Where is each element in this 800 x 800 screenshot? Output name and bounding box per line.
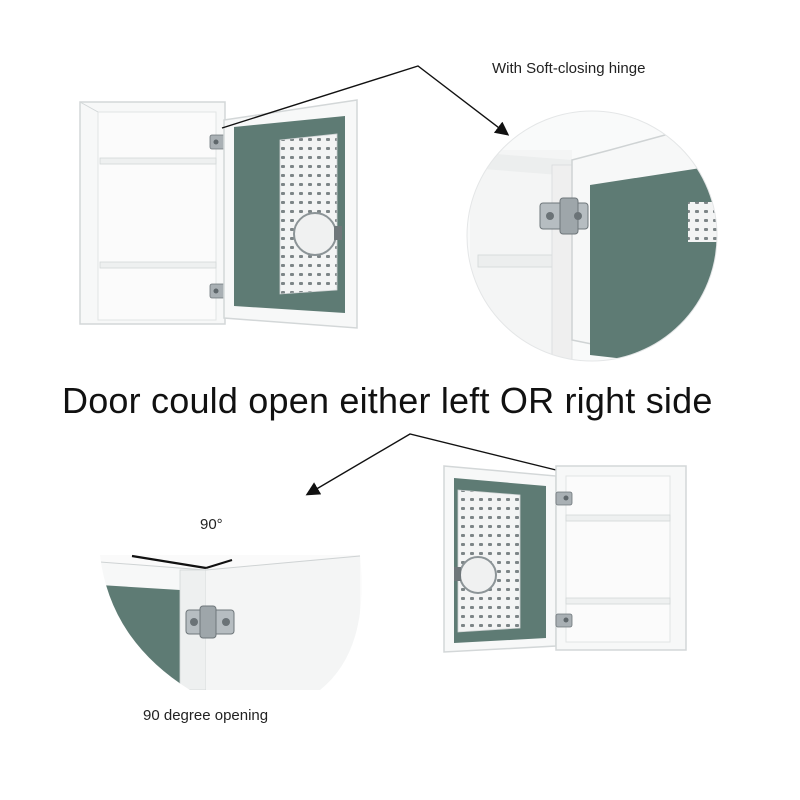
- angle-marker: [131, 554, 207, 570]
- hinge-zoom-bottom: [100, 555, 362, 690]
- cabinet-bottom-right: [443, 465, 687, 653]
- soft-close-caption: With Soft-closing hinge: [492, 60, 646, 77]
- pointer-arrow: [221, 65, 510, 136]
- angle-caption: 90°: [200, 516, 223, 533]
- hinge-icon: [185, 605, 235, 639]
- hinge-icon: [539, 197, 589, 235]
- angle-marker: [205, 558, 233, 570]
- cabinet-top-left: [79, 99, 358, 329]
- opening-caption: 90 degree opening: [143, 707, 269, 724]
- hinge-icon: [555, 613, 573, 628]
- pointer-arrow: [305, 433, 557, 496]
- headline: Door could open either left OR right sid…: [62, 380, 713, 421]
- hinge-icon: [555, 491, 573, 506]
- hinge-zoom-top: [467, 111, 717, 361]
